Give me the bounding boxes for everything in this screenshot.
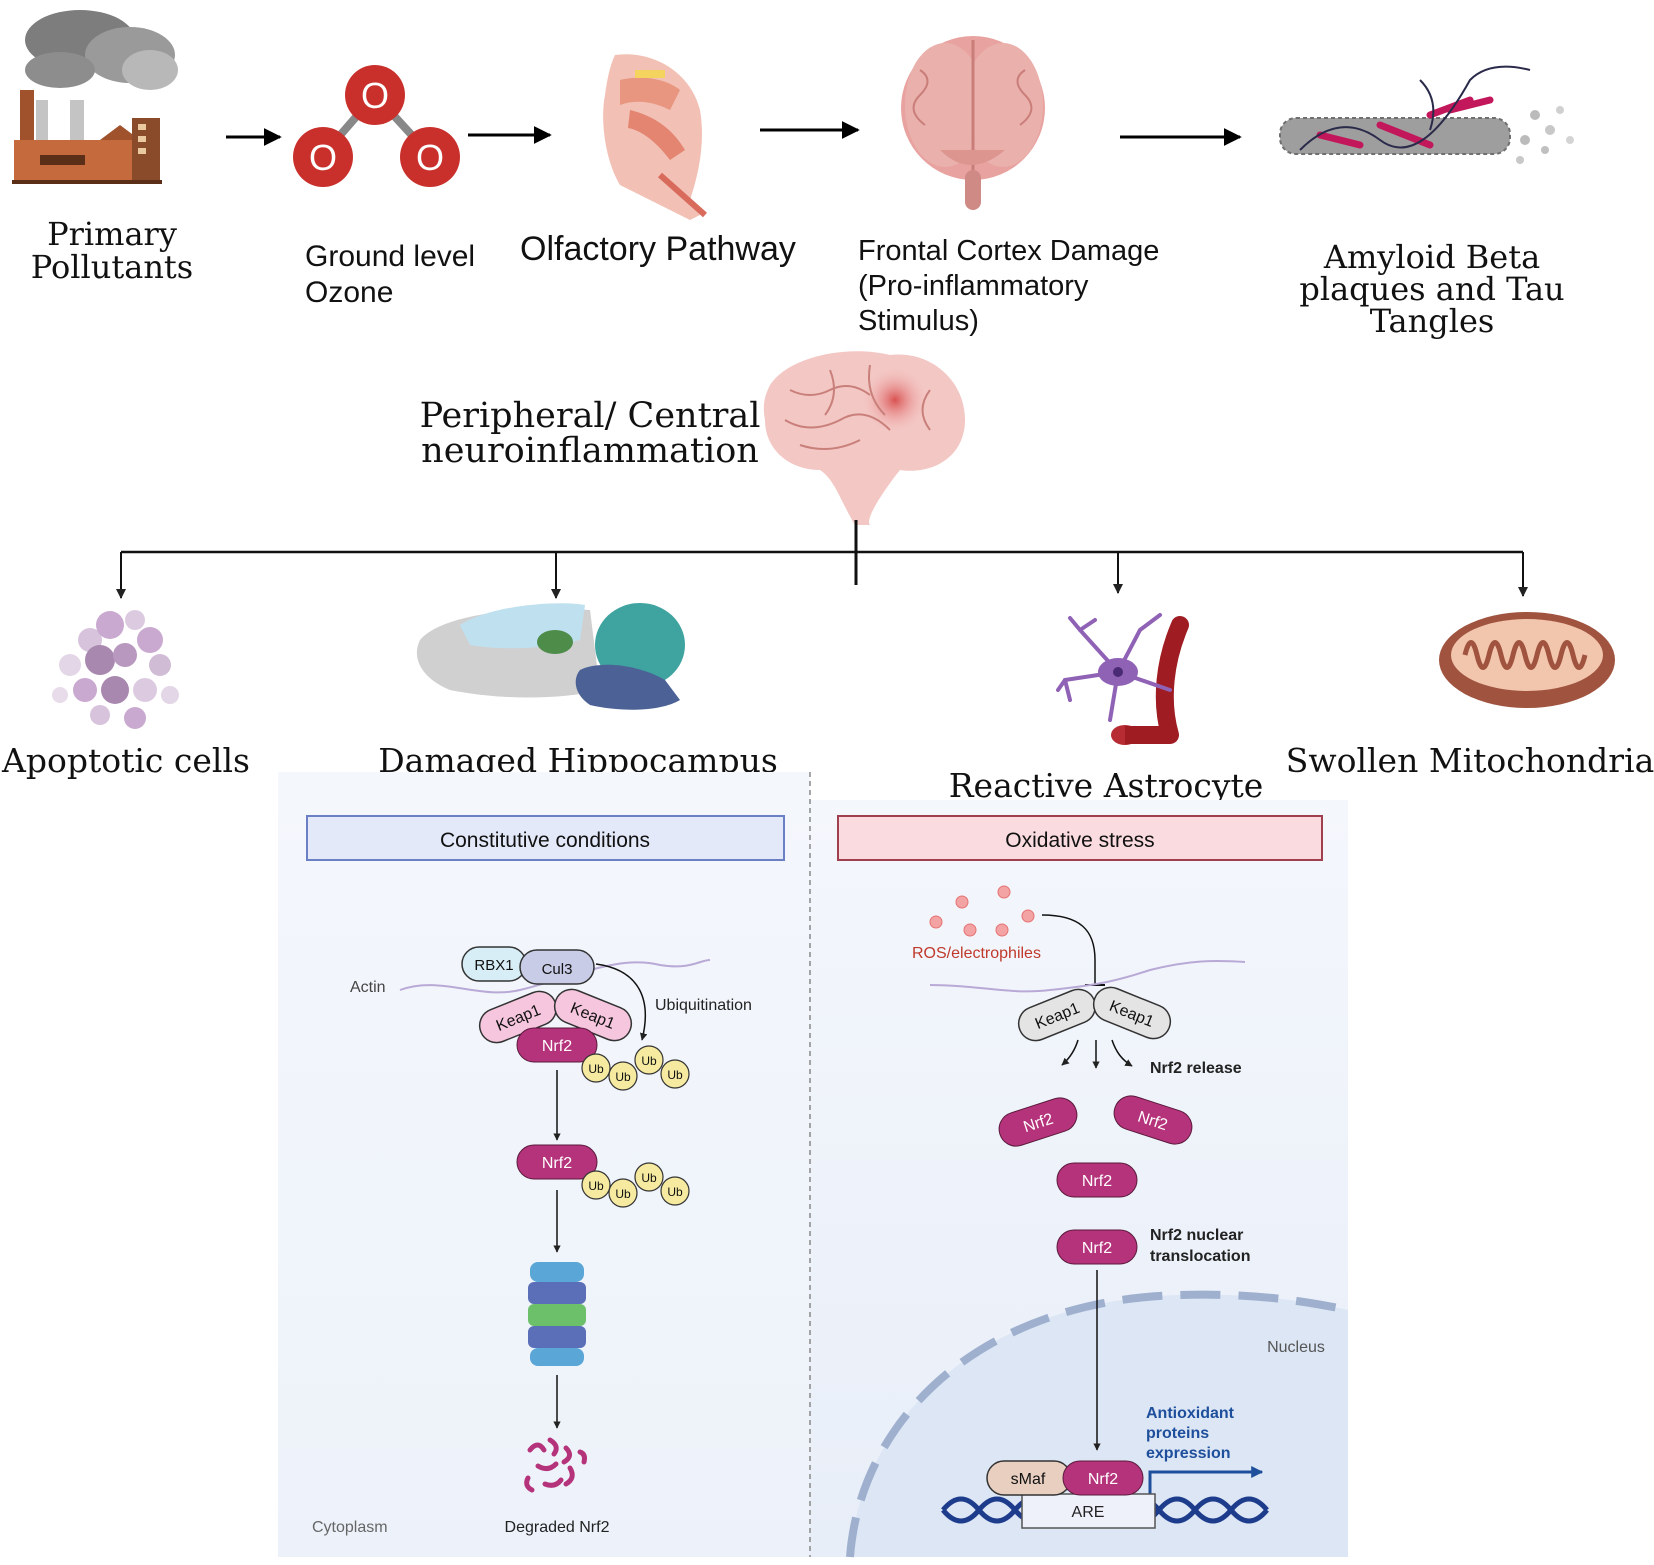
- ros-inhibition-line: [1041, 914, 1096, 985]
- ozone-atom-top: O: [361, 75, 389, 116]
- frontal-line1: Frontal Cortex Damage: [858, 235, 1159, 267]
- primary-pollutants-line1: Primary: [47, 215, 177, 253]
- ub-2a: Ub: [588, 1179, 604, 1193]
- olfactory-pathway-label: Olfactory Pathway: [520, 230, 796, 268]
- right-panel-header: Oxidative stress: [1005, 829, 1154, 852]
- ub-2c: Ub: [641, 1171, 657, 1185]
- neuroinflammation-line2: neuroinflammation: [421, 431, 759, 471]
- cytoplasm-label: Cytoplasm: [312, 1519, 388, 1536]
- amyloid-line3: Tangles: [1370, 302, 1495, 340]
- ub-2b: Ub: [615, 1187, 631, 1201]
- primary-pollutants-line2: Pollutants: [31, 248, 193, 286]
- frontal-line2: (Pro-inflammatory: [858, 270, 1089, 302]
- ub-1a: Ub: [588, 1062, 604, 1076]
- nrf2-ubiquitinated: [516, 1144, 598, 1180]
- proteasome-icon: [528, 1262, 586, 1366]
- apoptotic-cells-label: Apoptotic cells: [1, 741, 250, 780]
- amyloid-line1: Amyloid Beta: [1323, 238, 1540, 276]
- cul3-protein: [519, 949, 595, 985]
- nrf2-bound-label: Nrf2: [542, 1038, 572, 1055]
- ub-1c: Ub: [641, 1054, 657, 1068]
- ozone-label-line1: Ground level: [305, 240, 475, 273]
- release-arrow-1: [1061, 1039, 1079, 1066]
- factory-icon: [12, 10, 178, 184]
- ozone-atom-right: O: [416, 137, 444, 178]
- amyloid-tau-icon: [1279, 65, 1574, 164]
- nrf2-released-left: Nrf2: [998, 1097, 1078, 1147]
- apoptotic-cells-icon: [52, 610, 179, 729]
- ozone-molecule-icon: O O O: [293, 65, 460, 187]
- nrf2-ubiquitinated-label: Nrf2: [542, 1155, 572, 1172]
- ozone-atom-left: O: [309, 137, 337, 178]
- ub-2d: Ub: [667, 1185, 683, 1199]
- ozone-label-line2: Ozone: [305, 276, 393, 309]
- amyloid-line2: plaques and Tau: [1299, 270, 1564, 308]
- olfactory-head-icon: [603, 54, 707, 221]
- left-panel-header: Constitutive conditions: [440, 829, 650, 852]
- nrf2-translocating: [1056, 1229, 1138, 1265]
- degraded-nrf2-icon: [524, 1437, 587, 1493]
- nrf2-translocating-label: Nrf2: [1082, 1240, 1112, 1257]
- ub-1d: Ub: [667, 1068, 683, 1082]
- are-element: [1021, 1493, 1156, 1529]
- ub-1b: Ub: [615, 1070, 631, 1084]
- antioxidant-line2: proteins: [1146, 1425, 1209, 1442]
- left-panel-header-box: [306, 815, 785, 861]
- ros-electrophiles-icon: [929, 885, 1035, 937]
- ub-chain-1: Ub Ub Ub Ub: [581, 1045, 690, 1091]
- nucleus-label: Nucleus: [1267, 1339, 1325, 1356]
- astrocyte-label: Reactive Astrocyte: [949, 766, 1264, 805]
- rbx1-label: RBX1: [474, 957, 513, 974]
- nrf2-free-label: Nrf2: [1082, 1173, 1112, 1190]
- nrf2-on-are-label: Nrf2: [1088, 1471, 1118, 1488]
- nrf2-release-label: Nrf2 release: [1150, 1060, 1242, 1077]
- branch-connector: [116, 520, 1528, 599]
- nucleus-region: [850, 1294, 1348, 1557]
- translocation-line1: Nrf2 nuclear: [1150, 1227, 1243, 1244]
- keap1-grey-right: Keap1: [1092, 986, 1172, 1040]
- translocation-line2: translocation: [1150, 1248, 1250, 1265]
- nrf2-bound: [516, 1027, 598, 1063]
- expression-arrow: [1148, 1466, 1264, 1502]
- ub-chain-2: Ub Ub Ub Ub: [581, 1162, 690, 1208]
- neuroinflammation-line1: Peripheral/ Central: [420, 396, 761, 436]
- nuclear-envelope: [846, 1290, 1349, 1558]
- antioxidant-line1: Antioxidant: [1146, 1405, 1235, 1422]
- nrf2-on-are: [1062, 1460, 1144, 1496]
- actin-filament-right: [929, 959, 1246, 993]
- cul3-label: Cul3: [542, 961, 573, 978]
- nrf2-free: [1056, 1162, 1138, 1198]
- nrf2-released-right: Nrf2: [1113, 1095, 1193, 1145]
- reactive-astrocyte-icon: [1056, 613, 1189, 745]
- frontal-brain-icon: [901, 36, 1045, 210]
- right-panel-header-box: [837, 815, 1323, 861]
- antioxidant-line3: expression: [1146, 1445, 1230, 1462]
- actin-label: Actin: [350, 979, 386, 996]
- swollen-mitochondria-icon: [1439, 612, 1615, 708]
- ubiquitination-arrow: [595, 963, 648, 1041]
- hippocampus-brain-icon: [416, 603, 685, 710]
- release-arrow-3: [1111, 1039, 1133, 1067]
- degraded-nrf2-label: Degraded Nrf2: [505, 1519, 610, 1536]
- ubiquitination-label: Ubiquitination: [655, 997, 752, 1014]
- inflamed-brain-icon: [763, 351, 965, 525]
- are-label: ARE: [1072, 1504, 1105, 1521]
- keap1-right: Keap1: [553, 988, 633, 1042]
- mitochondria-label: Swollen Mitochondria: [1286, 741, 1654, 780]
- smaf-label: sMaf: [1011, 1471, 1046, 1488]
- frontal-line3: Stimulus): [858, 305, 979, 337]
- ros-label: ROS/electrophiles: [912, 945, 1041, 962]
- keap1-grey-left: Keap1: [1017, 988, 1097, 1042]
